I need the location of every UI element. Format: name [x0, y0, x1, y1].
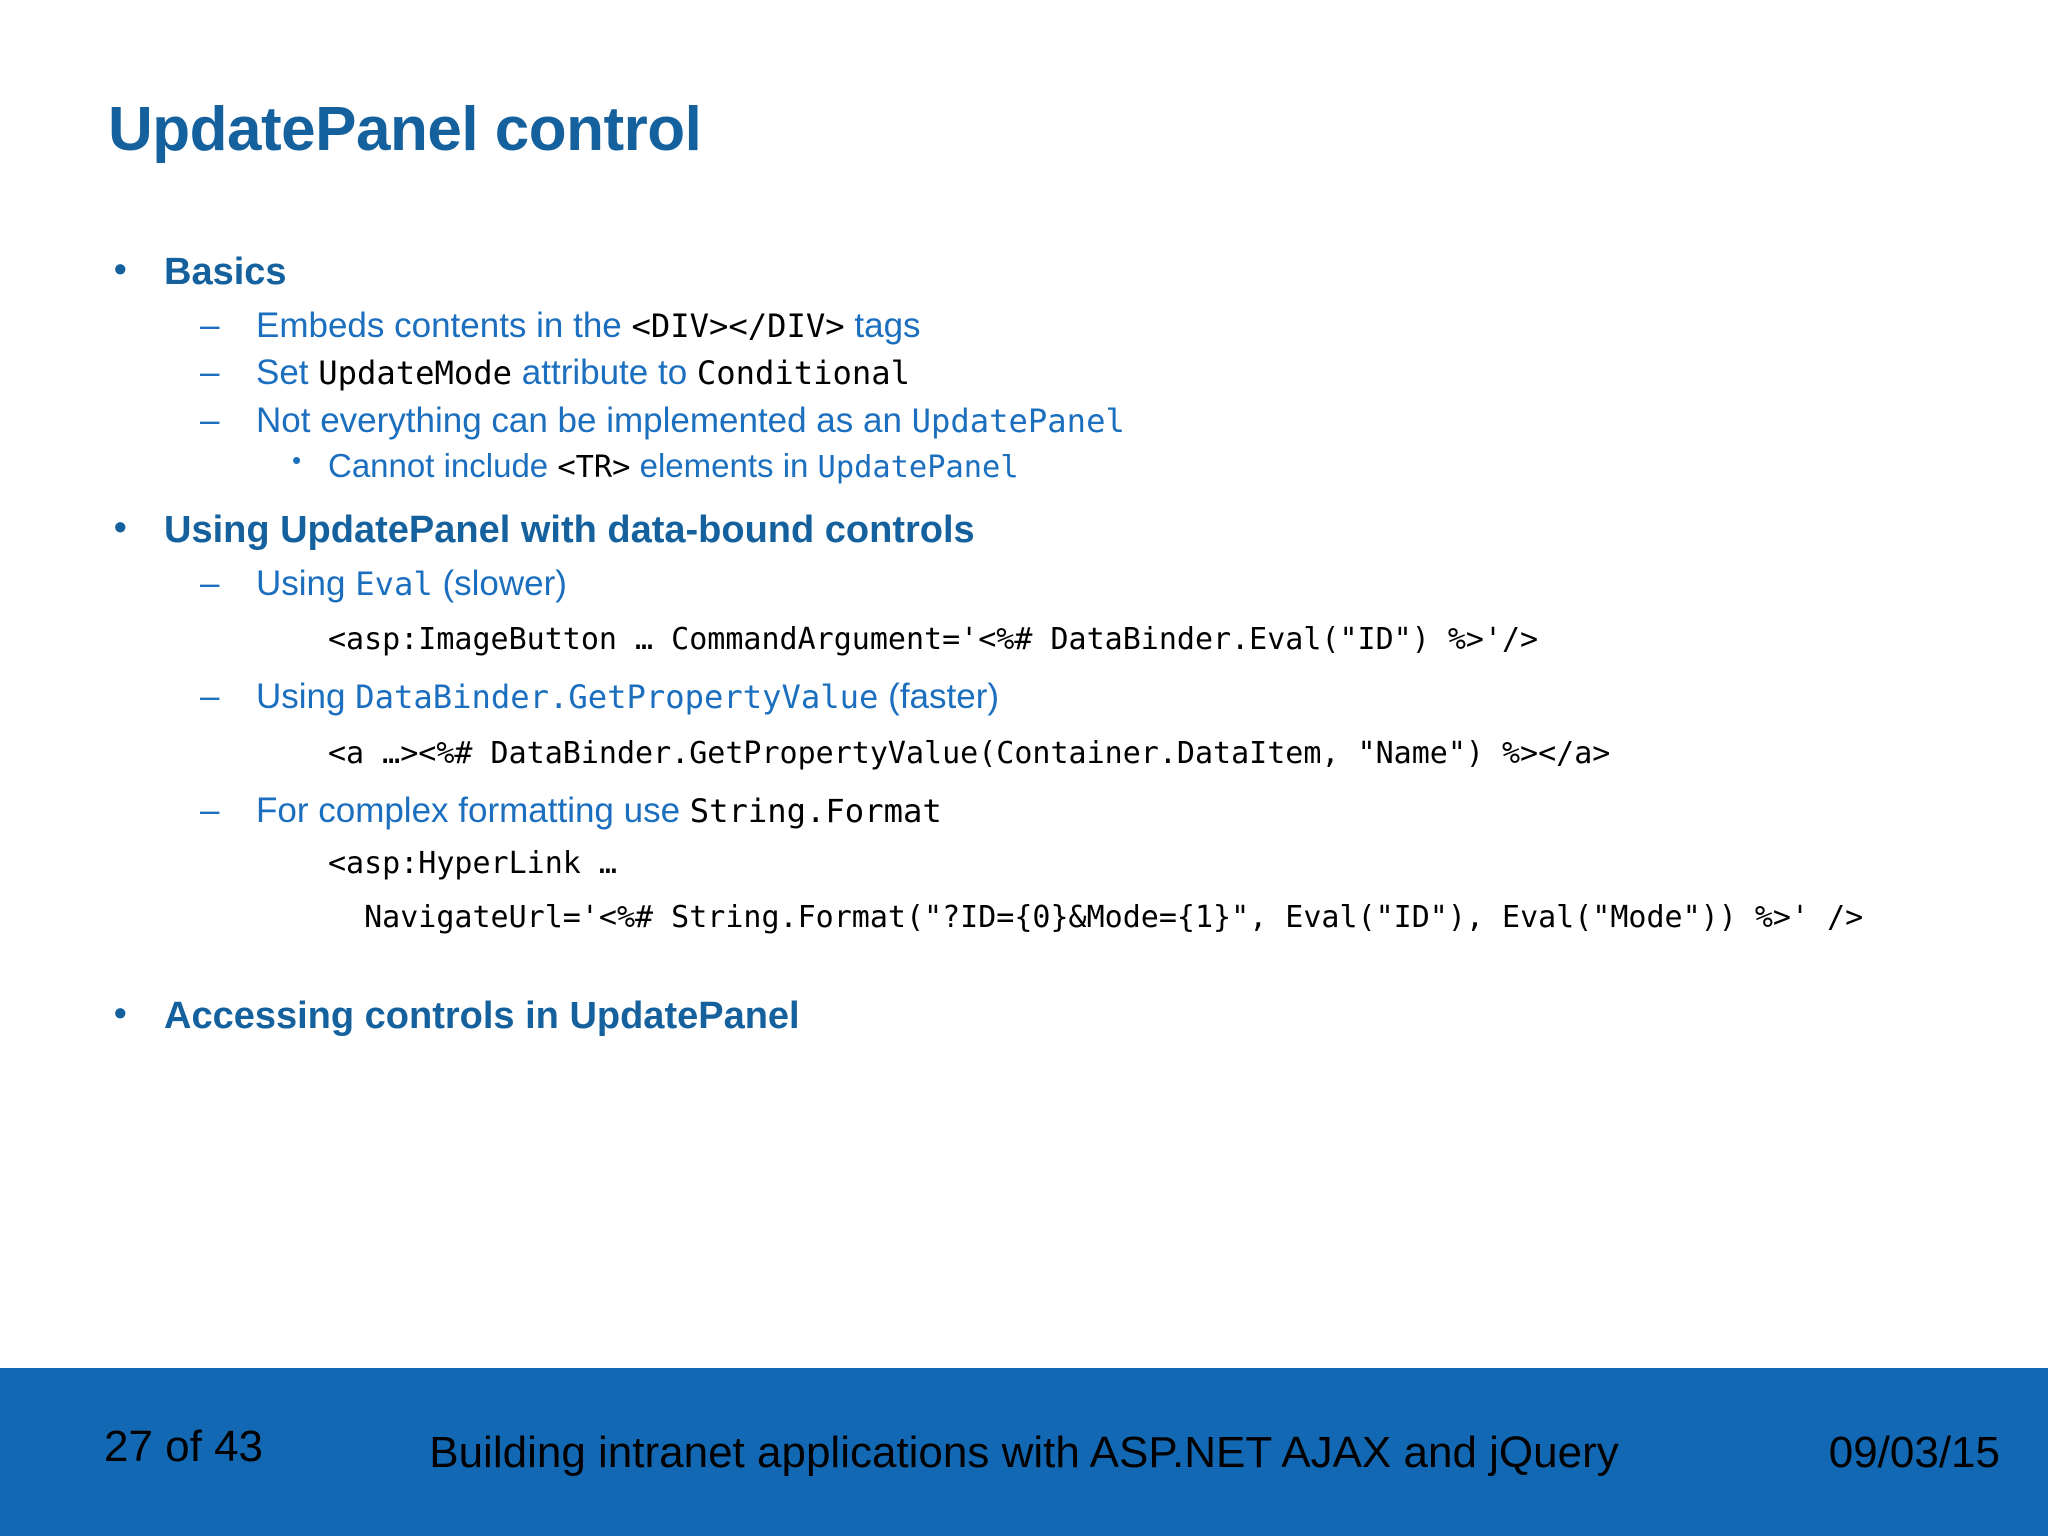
- bullet-dot-icon: •: [114, 506, 127, 548]
- text-run: tags: [844, 305, 921, 345]
- bullet-level2-embeds: – Embeds contents in the <DIV></DIV> tag…: [96, 303, 1976, 349]
- bullet-level2-updatemode: – Set UpdateMode attribute to Conditiona…: [96, 350, 1976, 396]
- bullet-dot-icon: •: [114, 991, 127, 1033]
- code-run: DataBinder.GetPropertyValue: [355, 678, 879, 717]
- text-run: (slower): [432, 563, 567, 603]
- code-block-hyperlink-open: <asp:HyperLink …: [328, 845, 617, 881]
- text-run: Set: [256, 353, 319, 393]
- bullet-dot-icon: •: [114, 248, 127, 289]
- text-run: (faster): [878, 677, 1000, 717]
- text-run: Not everything can be implemented as an: [256, 400, 912, 440]
- dash-glyph-icon: –: [200, 563, 220, 603]
- text-run: Using: [256, 563, 356, 603]
- bullet-level2-using-getpropertyvalue: – Using DataBinder.GetPropertyValue (fas…: [96, 674, 1976, 720]
- code-run: Eval: [355, 564, 433, 603]
- bullet-level1-basics: • Basics: [96, 248, 1976, 297]
- spacer: [96, 490, 1976, 506]
- code-run: UpdatePanel: [911, 401, 1125, 440]
- code-run: UpdateMode: [318, 354, 513, 393]
- code-run: UpdatePanel: [817, 450, 1019, 486]
- code-block-hyperlink-navigateurl: NavigateUrl='<%# String.Format("?ID={0}&…: [328, 899, 1864, 935]
- code-run: String.Format: [689, 792, 942, 831]
- code-run: <DIV></DIV>: [631, 306, 845, 345]
- bullet-level2-not-everything: – Not everything can be implemented as a…: [96, 398, 1976, 444]
- page-title: UpdatePanel control: [108, 94, 702, 164]
- text-run: Cannot include: [328, 447, 558, 485]
- bullet-dot-icon: •: [292, 445, 302, 476]
- footer-date: 09/03/15: [1828, 1428, 2000, 1477]
- code-block-imagebutton: <asp:ImageButton … CommandArgument='<%# …: [328, 622, 1539, 658]
- dash-glyph-icon: –: [200, 677, 220, 717]
- bullet-level1-label: Basics: [164, 251, 287, 293]
- bullet-level2-using-eval: – Using Eval (slower): [96, 561, 1976, 607]
- bullet-level1-label: Using UpdatePanel with data-bound contro…: [164, 509, 975, 552]
- bullet-level1-accessing-controls: • Accessing controls in UpdatePanel: [96, 992, 1976, 1041]
- dash-glyph-icon: –: [200, 791, 220, 831]
- bullet-level3-cannot-include: • Cannot include <TR> elements in Update…: [96, 445, 1976, 488]
- code-run: Conditional: [696, 354, 911, 393]
- code-run: <TR>: [557, 450, 631, 486]
- spacer: [96, 952, 1976, 992]
- text-run: attribute to: [512, 353, 697, 393]
- dash-glyph-icon: –: [200, 305, 220, 345]
- text-run: Embeds contents in the: [256, 305, 632, 345]
- text-run: elements in: [630, 447, 818, 485]
- slide-body: • Basics – Embeds contents in the <DIV><…: [96, 248, 1976, 1047]
- text-run: For complex formatting use: [256, 791, 690, 831]
- footer-title: Building intranet applications with ASP.…: [429, 1428, 1619, 1477]
- dash-glyph-icon: –: [200, 353, 220, 393]
- bullet-level1-using-updatepanel: • Using UpdatePanel with data-bound cont…: [96, 506, 1976, 555]
- dash-glyph-icon: –: [200, 400, 220, 440]
- footer-bar: [0, 1368, 2048, 1536]
- footer-page-number: 27 of 43: [104, 1422, 264, 1471]
- text-run: Using: [256, 677, 356, 717]
- code-block-anchor-getpropertyvalue: <a …><%# DataBinder.GetPropertyValue(Con…: [328, 735, 1611, 771]
- bullet-level2-string-format: – For complex formatting use String.Form…: [96, 788, 1976, 834]
- bullet-level1-label: Accessing controls in UpdatePanel: [164, 994, 800, 1037]
